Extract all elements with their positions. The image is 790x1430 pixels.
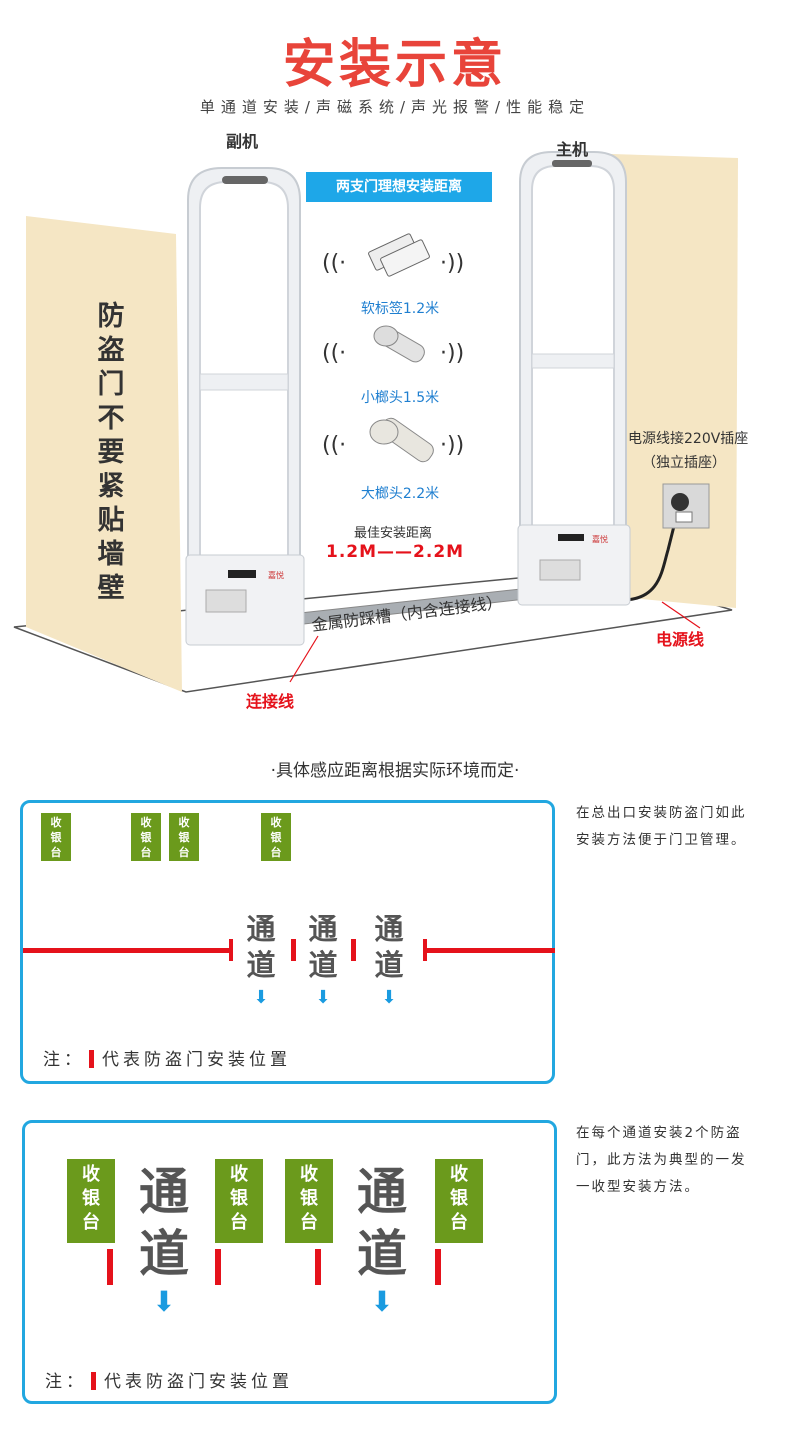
sensing-distance-note: ·具体感应距离根据实际环境而定· [270, 761, 520, 781]
channel-3: 通道 [374, 912, 404, 982]
main-gate-light [552, 160, 592, 167]
gate-marker [435, 1249, 441, 1285]
arrow-down-icon: ⬇ [253, 987, 269, 1008]
barrier-right [423, 948, 555, 953]
gate-marker [315, 1249, 321, 1285]
main-gate-brand: 嘉悦 [592, 534, 608, 544]
power-cable-label: 电源线 [656, 630, 705, 649]
svg-text:((·: ((· [322, 251, 346, 276]
gate-marker [215, 1249, 221, 1285]
channel-1: 通道 [246, 912, 276, 982]
cashier-2: 收银台 [215, 1159, 263, 1243]
tag-big-hammer-icon: ((· ·)) [322, 417, 464, 463]
wall-warning-text: 防盗门不要紧贴墙壁 [97, 301, 125, 604]
arrow-down-icon: ⬇ [381, 987, 397, 1008]
gate-marker [291, 939, 296, 961]
tag-soft-label: 软标签1.2米 [360, 301, 440, 317]
power-cable-pointer [661, 601, 701, 629]
sub-gate: 嘉悦 [185, 167, 305, 646]
tag-small-hammer-label: 小榔头1.5米 [360, 390, 440, 406]
power-note-line2: （独立插座） [642, 455, 726, 471]
tag-soft-icon: ((· ·)) [322, 233, 464, 277]
arrow-down-icon: ⬇ [152, 1285, 176, 1318]
cashier-4: 收银台 [435, 1159, 483, 1243]
main-gate: 嘉悦 [517, 151, 631, 606]
channel-2: 通道 [308, 912, 338, 982]
diagram2-description: 在每个通道安装2个防盗门，此方法为典型的一发一收型安装方法。 [576, 1125, 747, 1195]
svg-text:((·: ((· [322, 341, 346, 366]
cashier-3: 收银台 [169, 813, 199, 861]
cashier-1: 收银台 [41, 813, 71, 861]
barrier-left [23, 948, 233, 953]
diagram-each-channel: 收银台 收银台 收银台 收银台 通道 通道 ⬇ ⬇ 注：代表防盗门安装位置 [22, 1120, 557, 1404]
svg-text:·)): ·)) [440, 433, 464, 458]
svg-text:·)): ·)) [440, 341, 464, 366]
tag-big-hammer-label: 大榔头2.2米 [360, 486, 440, 502]
diagram-main-exit: 收银台 收银台 收银台 收银台 通道 通道 通道 ⬇ ⬇ ⬇ 注：代表防盗门安装… [20, 800, 555, 1084]
svg-text:·)): ·)) [440, 251, 464, 276]
gate-marker [229, 939, 233, 961]
cashier-1: 收银台 [67, 1159, 115, 1243]
tag-small-hammer-icon: ((· ·)) [322, 325, 464, 366]
ideal-distance-banner: 两支门理想安装距离 [306, 172, 492, 202]
page-subtitle: 单通道安装/声磁系统/声光报警/性能稳定 [199, 98, 591, 116]
best-distance-title: 最佳安装距离 [354, 526, 433, 541]
cashier-2: 收银台 [131, 813, 161, 861]
arrow-down-icon: ⬇ [315, 987, 331, 1008]
channel-1: 通道 [139, 1163, 189, 1283]
gate-marker-legend [89, 1050, 94, 1068]
arrow-down-icon: ⬇ [370, 1285, 394, 1318]
diagram2-note: 注：代表防盗门安装位置 [45, 1372, 293, 1392]
connect-cable-pointer [289, 635, 319, 683]
power-note-line1: 电源线接220V插座 [628, 431, 749, 447]
power-cable-line [621, 509, 680, 602]
best-distance-range: 1.2M——2.2M [326, 542, 465, 562]
gate-marker-legend [91, 1372, 96, 1390]
power-plug [671, 493, 689, 511]
page-title: 安装示意 [282, 35, 507, 95]
install-scene-illustration: 嘉悦 嘉悦 ((· ·)) ((· ·)) ((· ·)) [13, 151, 738, 693]
gate-marker [107, 1249, 113, 1285]
sub-gate-label: 副机 [226, 132, 259, 151]
channel-2: 通道 [357, 1163, 407, 1283]
cashier-4: 收银台 [261, 813, 291, 861]
sub-gate-brand: 嘉悦 [268, 570, 284, 580]
floor-outline [13, 569, 733, 693]
diagram1-note: 注：代表防盗门安装位置 [43, 1050, 291, 1070]
svg-text:((·: ((· [322, 433, 346, 458]
left-wall [26, 216, 182, 692]
gate-marker [351, 939, 356, 961]
main-gate-label: 主机 [556, 140, 589, 159]
sub-gate-light [222, 176, 268, 184]
connect-cable-label: 连接线 [246, 692, 295, 711]
cashier-3: 收银台 [285, 1159, 333, 1243]
diagram1-description: 在总出口安装防盗门如此安装方法便于门卫管理。 [576, 805, 747, 848]
